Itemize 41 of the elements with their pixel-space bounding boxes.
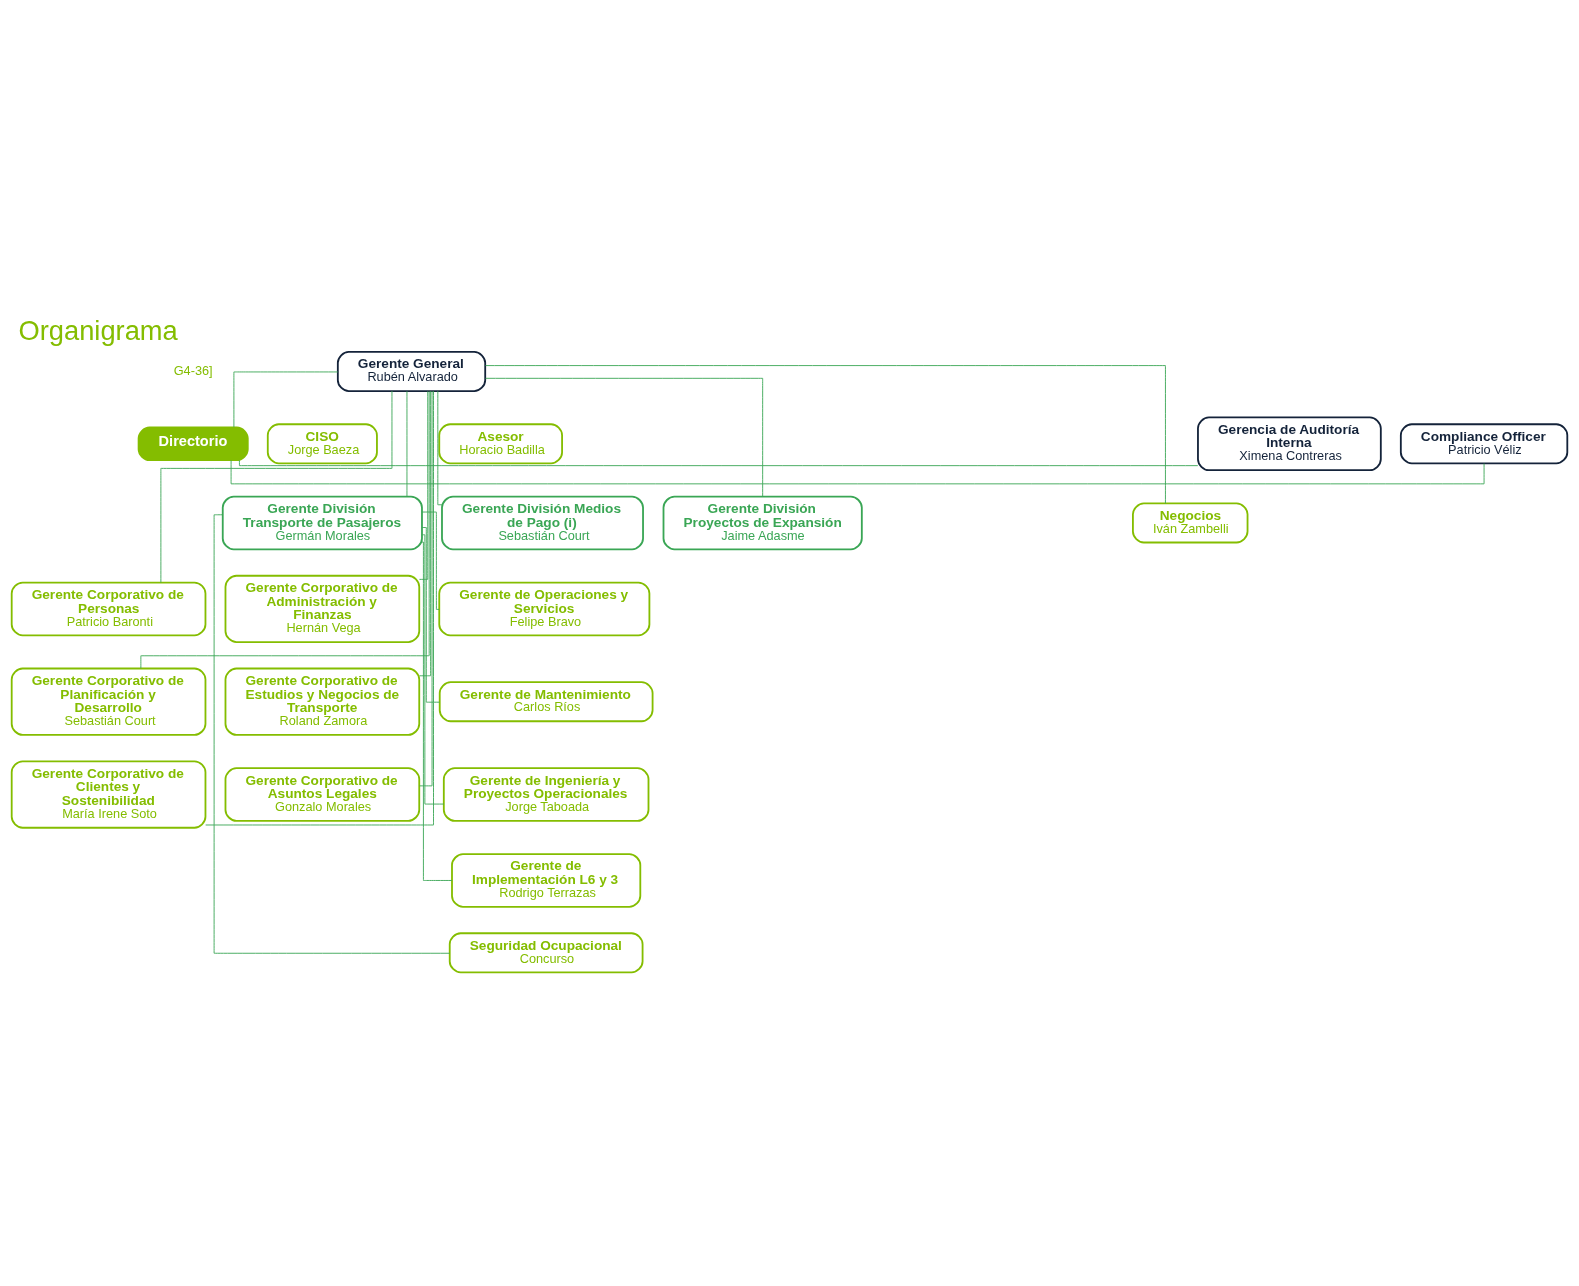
label: G4-36]	[173, 362, 213, 378]
connector	[419, 390, 433, 786]
connector	[406, 390, 408, 497]
node-box: Gerente Corporativo de Asuntos Legales Gonzalo Morales	[224, 766, 421, 822]
node-box: Gerente División Transporte de Pasajeros Germán Morales	[221, 495, 423, 550]
node-box: Gerente de Operaciones y Servicios Felipe Bravo	[438, 581, 651, 636]
connector	[437, 390, 443, 505]
node-box: Gerencia de Auditoría Interna Ximena Contreras	[1197, 416, 1382, 471]
node-box: Gerente de Ingeniería y Proyectos Operacionales Jorge Taboada	[442, 766, 650, 822]
node-box: Seguridad Ocupacional Concurso	[448, 931, 644, 973]
node-box: Gerente de Mantenimiento Carlos Ríos	[438, 680, 654, 722]
connector	[160, 390, 393, 583]
connector	[421, 541, 453, 881]
diagram-title: Organigrama	[18, 314, 178, 346]
connector	[421, 526, 441, 703]
node-box: Gerente División Proyectos de Expansión Jaime Adasme	[662, 495, 863, 550]
node-box: Gerente Corporativo de Personas Patricio Baronti	[10, 581, 207, 636]
node-box: Asesor Horacio Badilla	[438, 422, 563, 464]
connector	[421, 533, 445, 804]
node-box: Compliance Officer Patricio Véliz	[1399, 422, 1569, 464]
connector	[421, 511, 440, 610]
node-box: Directorio	[137, 426, 249, 461]
connector	[233, 371, 339, 428]
node-box: Gerente General Rubén Alvarado	[336, 350, 487, 392]
node-box: Gerente Corporativo de Estudios y Negocios de Transporte Roland Zamora	[224, 667, 421, 736]
connector	[230, 459, 1485, 484]
node-box: Gerente Corporativo de Administración y Finanzas Hernán Vega	[224, 574, 421, 643]
node-box: Gerente Corporativo de Clientes y Sostenibilidad María Irene Soto	[10, 759, 207, 829]
node-box: CISO Jorge Baeza	[266, 422, 378, 464]
connector	[140, 390, 430, 669]
connector	[238, 459, 1199, 466]
node-box: Negocios Iván Zambelli	[1132, 502, 1249, 543]
node-box: Gerente de Implementación L6 y 3 Rodrigo Terrazas	[451, 852, 642, 908]
connector	[485, 377, 764, 497]
connector	[485, 364, 1166, 504]
connector	[419, 390, 429, 580]
connector	[419, 390, 432, 676]
node-box: Gerente Corporativo de Planificación y Desarrollo Sebastián Court	[10, 667, 207, 736]
node-box: Gerente División Medios de Pago (i) Sebastián Court	[441, 495, 644, 550]
connector	[205, 390, 434, 825]
connector	[213, 513, 451, 954]
